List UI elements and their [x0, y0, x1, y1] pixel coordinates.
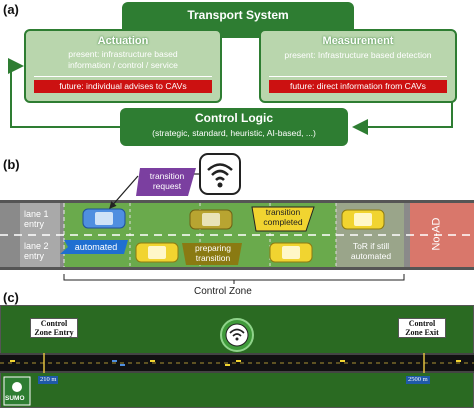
transition-completed-callout — [251, 206, 315, 232]
control-logic-box: Control Logic (strategic, standard, heur… — [120, 108, 348, 146]
no-ad-label: No-AD — [430, 217, 443, 251]
zone-entry-line1: Control — [40, 319, 68, 328]
automated-callout — [60, 240, 128, 254]
actuation-present-line2: information / control / service — [68, 60, 178, 70]
lane2-line1: lane 2 — [24, 241, 49, 251]
transition-request-line1: transition — [149, 171, 185, 181]
lane2-line2: entry — [24, 251, 45, 261]
actuation-future: future: individual advises to CAVs — [34, 80, 212, 93]
transport-system-title: Transport System — [187, 8, 289, 22]
preparing-line2: transition — [195, 252, 231, 263]
automated-text: automated — [74, 242, 118, 252]
zone-entry-label: Control Zone Entry — [30, 318, 78, 338]
transition-request-line2: request — [152, 180, 182, 191]
entry-area — [20, 203, 60, 267]
measurement-divider — [269, 76, 447, 77]
lane2-entry-label: lane 2 entry — [24, 241, 49, 261]
car-preparing-olive — [189, 209, 233, 230]
preparing-line1: preparing — [195, 243, 231, 253]
lane1-entry-label: lane 1 entry — [24, 209, 49, 229]
zone-exit-line1: Control — [408, 319, 436, 328]
sumo-label: SUMO — [5, 395, 25, 402]
measurement-title: Measurement — [322, 35, 394, 47]
control-logic-text: (strategic, standard, heuristic, AI-base… — [152, 128, 316, 138]
car-lane2-yellow-2 — [269, 242, 313, 263]
completed-line1: transition — [265, 207, 301, 217]
preparing-transition-text: preparing transition — [186, 243, 240, 263]
zone-exit-label: Control Zone Exit — [398, 318, 446, 338]
sim-wifi-icon — [220, 318, 254, 352]
control-logic-title: Control Logic — [195, 111, 273, 125]
panel-b-label: (b) — [3, 157, 20, 172]
arrow-logic-to-actuation — [8, 58, 120, 128]
zone-exit-line2: Zone Exit — [405, 328, 439, 337]
tor-line2: automated — [350, 250, 392, 261]
actuation-present-line1: present: infrastructure based — [68, 49, 178, 59]
actuation-title: Actuation — [97, 35, 149, 47]
arrow-measurement-to-logic — [352, 108, 453, 135]
panel-a-label: (a) — [3, 2, 19, 17]
tor-line1: ToR if still — [352, 241, 390, 251]
preparing-transition-callout — [182, 243, 242, 265]
distance-start: 210 m — [38, 376, 59, 384]
transition-request-callout — [136, 168, 196, 196]
control-zone-bracket — [63, 274, 405, 281]
lane1-line1: lane 1 — [24, 209, 49, 219]
transition-request-text: transition request — [140, 171, 194, 191]
measurement-present: present: Infrastructure based detection — [284, 50, 432, 60]
car-lane1-yellow-tor — [341, 209, 385, 230]
road-edge-bottom — [0, 267, 474, 270]
distance-end: 2500 m — [406, 376, 430, 384]
car-automated-blue — [82, 208, 126, 229]
road-edge-top — [0, 200, 474, 203]
control-zone-label: Control Zone — [194, 286, 252, 297]
zone-entry-line2: Zone Entry — [34, 328, 74, 337]
panel-c-simulation — [0, 305, 474, 408]
tor-text: ToR if still automated — [338, 241, 404, 261]
lane1-line2: entry — [24, 219, 45, 229]
wifi-icon — [199, 153, 241, 195]
completed-line2: completed — [263, 216, 303, 227]
measurement-box: Measurement present: Infrastructure base… — [259, 29, 457, 103]
transition-completed-text: transition completed — [254, 207, 312, 227]
measurement-future: future: direct information from CAVs — [269, 80, 447, 93]
car-lane2-yellow-1 — [135, 242, 179, 263]
panel-c-label: (c) — [3, 290, 19, 305]
actuation-box: Actuation present: infrastructure based … — [24, 29, 222, 103]
actuation-divider — [34, 76, 212, 77]
sim-road — [0, 353, 474, 373]
sumo-logo — [3, 376, 31, 406]
panel-b-road-diagram — [0, 153, 474, 284]
